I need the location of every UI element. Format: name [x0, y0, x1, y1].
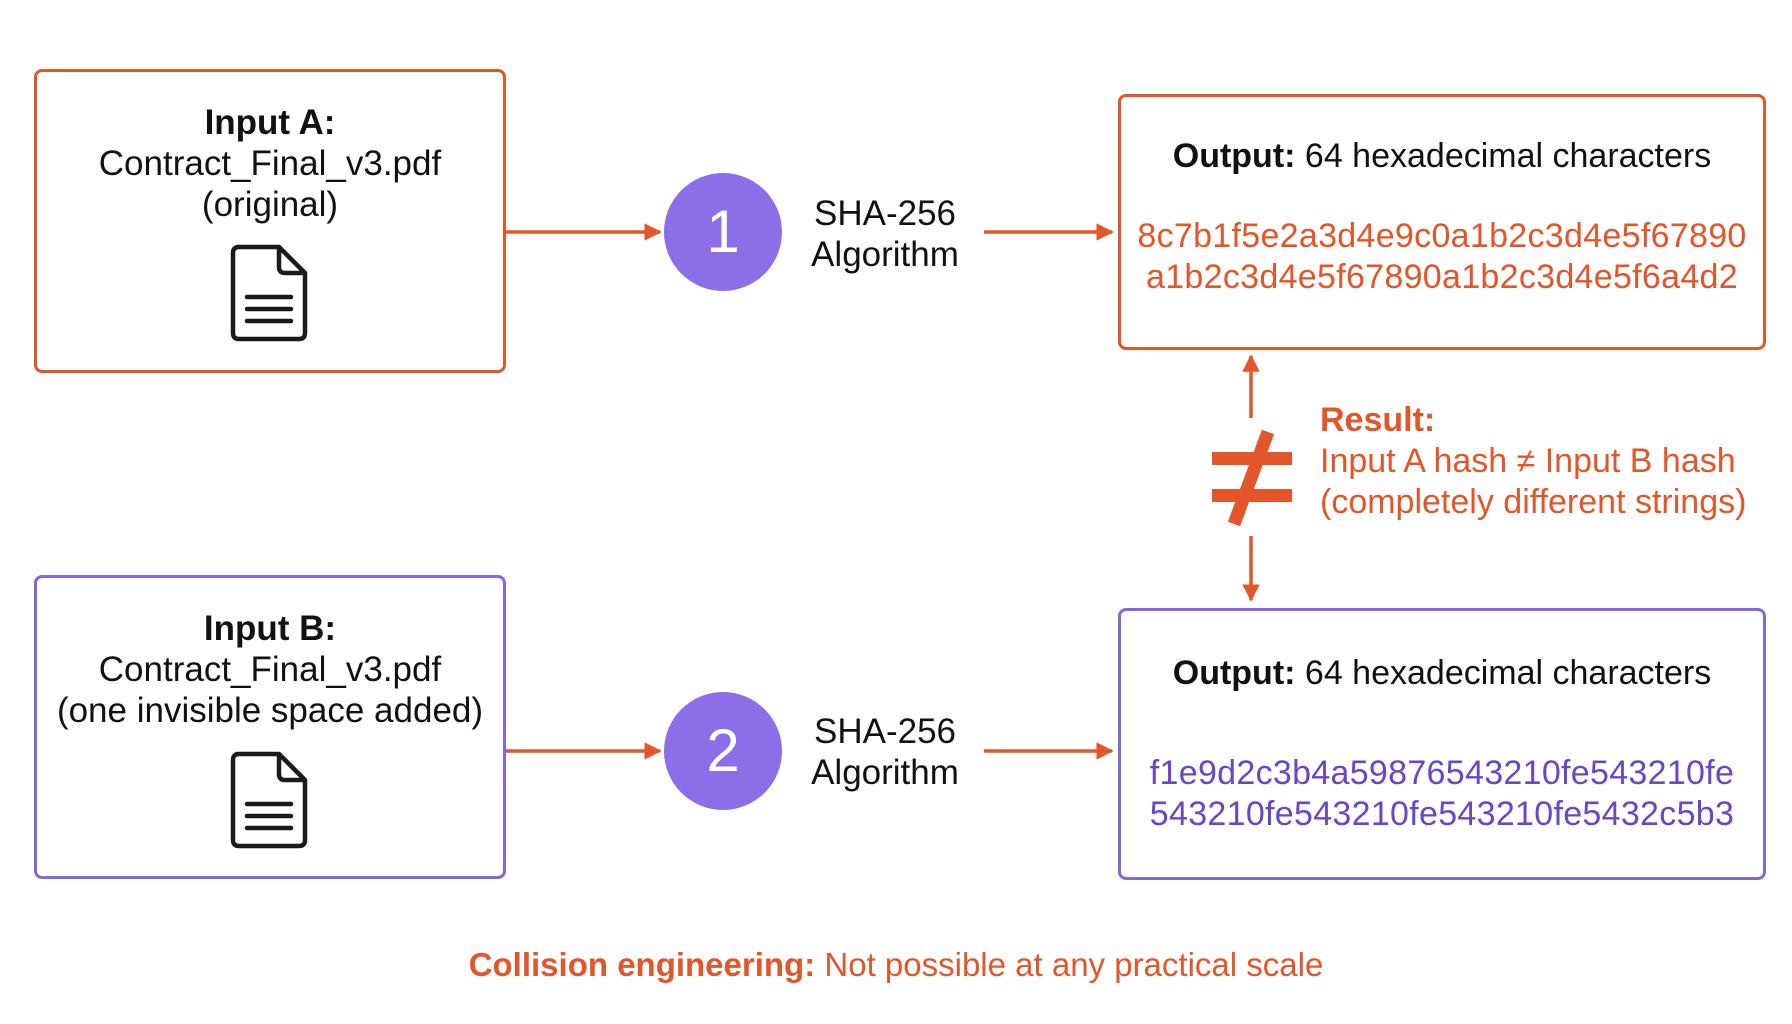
result-line2: (completely different strings) [1320, 483, 1747, 521]
result-text: Result: Input A hash ≠ Input B hash (com… [1320, 400, 1746, 523]
algorithm-b-line1: SHA-256 [813, 712, 957, 751]
input-a-text: Input A: Contract_Final_v3.pdf (original… [37, 102, 503, 225]
output-a-hash: 8c7b1f5e2a3d4e9c0a1b2c3d4e5f67890 a1b2c3… [1121, 216, 1763, 298]
output-b-hash: f1e9d2c3b4a59876543210fe543210fe 543210f… [1121, 753, 1763, 835]
input-b-text: Input B: Contract_Final_v3.pdf (one invi… [37, 608, 503, 731]
algorithm-a-line1: SHA-256 [813, 194, 957, 233]
footer-caption: Collision engineering: Not possible at a… [0, 946, 1792, 984]
input-a-note: (original) [201, 185, 339, 224]
input-a-box: Input A: Contract_Final_v3.pdf (original… [34, 69, 506, 373]
output-a-label: Output: [1172, 137, 1296, 175]
output-a-title: Output: 64 hexadecimal characters [1121, 136, 1763, 176]
input-b-box: Input B: Contract_Final_v3.pdf (one invi… [34, 575, 506, 879]
result-line1: Input A hash ≠ Input B hash [1320, 442, 1736, 480]
output-b-hash-line2: 543210fe543210fe543210fe5432c5b3 [1149, 795, 1735, 833]
document-icon [230, 751, 308, 849]
output-b-hash-line1: f1e9d2c3b4a59876543210fe543210fe [1149, 754, 1735, 792]
output-b-box: Output: 64 hexadecimal characters f1e9d2… [1118, 608, 1766, 880]
algorithm-b-line2: Algorithm [811, 753, 959, 792]
output-b-label: Output: [1172, 654, 1296, 692]
step-2-circle: 2 [664, 692, 782, 810]
output-a-hash-line2: a1b2c3d4e5f67890a1b2c3d4e5f6a4d2 [1146, 258, 1738, 296]
step-1-circle: 1 [664, 173, 782, 291]
not-equal-icon [1212, 429, 1292, 527]
footer-text: Not possible at any practical scale [815, 946, 1324, 983]
output-a-box: Output: 64 hexadecimal characters 8c7b1f… [1118, 94, 1766, 350]
input-a-filename: Contract_Final_v3.pdf [98, 144, 442, 183]
algorithm-label-b: SHA-256 Algorithm [790, 711, 980, 793]
output-a-hash-line1: 8c7b1f5e2a3d4e9c0a1b2c3d4e5f67890 [1137, 217, 1747, 255]
output-b-description: 64 hexadecimal characters [1295, 654, 1712, 692]
algorithm-label-a: SHA-256 Algorithm [790, 193, 980, 275]
document-icon [230, 244, 308, 342]
input-a-title: Input A: [204, 103, 336, 142]
algorithm-a-line2: Algorithm [811, 235, 959, 274]
input-b-title: Input B: [203, 609, 337, 648]
input-b-filename: Contract_Final_v3.pdf [98, 650, 442, 689]
footer-label: Collision engineering: [468, 946, 816, 983]
result-label: Result: [1320, 401, 1436, 439]
input-b-note: (one invisible space added) [56, 691, 484, 730]
output-b-title: Output: 64 hexadecimal characters [1121, 653, 1763, 693]
output-a-description: 64 hexadecimal characters [1295, 137, 1712, 175]
